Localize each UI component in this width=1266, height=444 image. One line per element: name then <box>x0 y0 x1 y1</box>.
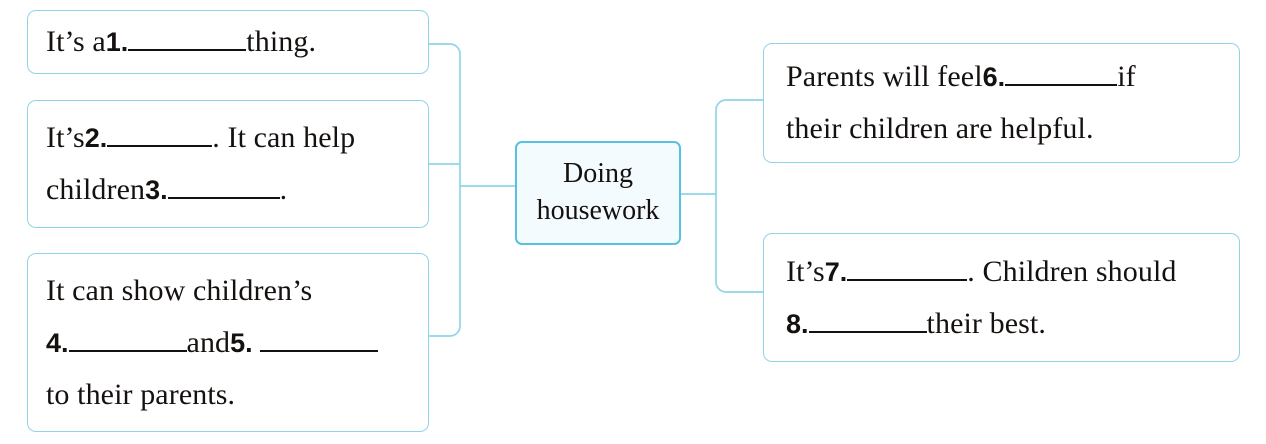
text-segment: . <box>279 173 288 206</box>
text-segment: It’s a <box>46 25 106 58</box>
blank-number: 2. <box>84 123 108 153</box>
answer-blank[interactable] <box>107 130 213 147</box>
node-line: 4. and 5. <box>46 325 428 359</box>
node-line: Parents will feel 6. if <box>786 62 1239 92</box>
node-left-1[interactable]: It’s a 1. thing. <box>27 10 429 74</box>
node-line: 8. their best. <box>786 306 1239 340</box>
blank-number: 4. <box>46 327 69 358</box>
blank-number: 6. <box>982 62 1006 92</box>
node-center-topic[interactable]: Doing housework <box>515 141 681 245</box>
answer-blank[interactable] <box>68 335 187 352</box>
blank-number: 3. <box>145 175 168 205</box>
text-segment: It’s <box>786 254 825 288</box>
blank-number: 5. <box>230 327 253 358</box>
node-line: It’s a 1. thing. <box>46 27 428 57</box>
answer-blank[interactable] <box>847 264 968 281</box>
node-line: It’s 7. . Children should <box>786 254 1239 288</box>
node-line: to their parents. <box>46 377 428 411</box>
blank-number: 8. <box>786 308 809 339</box>
node-left-3[interactable]: It can show children’s 4. and 5. to thei… <box>27 253 429 432</box>
answer-blank[interactable] <box>808 316 927 333</box>
node-right-1[interactable]: Parents will feel 6. if their children a… <box>763 43 1240 163</box>
node-right-2[interactable]: It’s 7. . Children should 8. their best. <box>763 233 1240 362</box>
connector-left-bottom <box>429 186 461 337</box>
text-segment: their children are helpful. <box>786 112 1094 145</box>
text-segment: . It can help <box>212 121 356 154</box>
center-title-line-2: housework <box>536 195 660 226</box>
text-segment: if <box>1117 60 1136 93</box>
text-segment: Parents will feel <box>786 60 983 93</box>
text-segment: . Children should <box>967 254 1177 288</box>
text-segment: It’s <box>46 121 85 154</box>
node-line: It can show children’s <box>46 273 428 307</box>
blank-number: 1. <box>105 27 129 57</box>
node-line: their children are helpful. <box>786 114 1239 144</box>
connector-right-top <box>715 99 763 194</box>
answer-blank[interactable] <box>259 335 378 352</box>
text-segment: their best. <box>926 306 1046 340</box>
answer-blank[interactable] <box>1005 69 1118 86</box>
node-line: children 3. . <box>46 175 428 205</box>
node-left-2[interactable]: It’s 2. . It can help children 3. . <box>27 100 429 228</box>
center-title-line-1: Doing <box>563 158 633 190</box>
text-segment: thing. <box>246 25 317 58</box>
text-segment: and <box>186 325 231 359</box>
text-segment: to their parents. <box>46 377 236 411</box>
answer-blank[interactable] <box>167 182 280 199</box>
connector-right-bottom <box>715 194 763 293</box>
answer-blank[interactable] <box>128 34 247 51</box>
blank-number: 7. <box>824 256 848 287</box>
text-segment: children <box>46 173 146 206</box>
connector-left-top <box>429 43 461 186</box>
node-line: It’s 2. . It can help <box>46 123 428 153</box>
text-segment: It can show children’s <box>46 273 313 307</box>
